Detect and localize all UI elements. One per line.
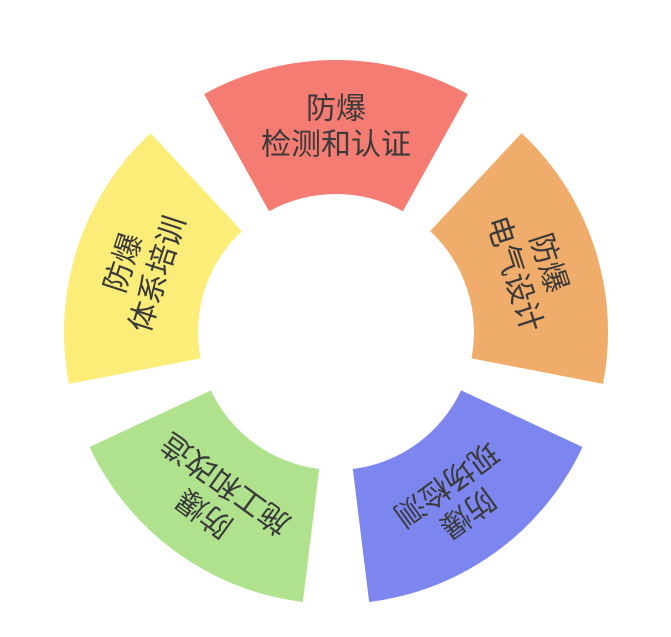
segment-inspection-label-line-2: 检测和认证 — [261, 128, 411, 163]
segment-electrical-shape — [430, 133, 608, 384]
segment-construction-shape — [89, 390, 320, 602]
segment-onsite-shape — [352, 390, 583, 602]
segment-training-shape — [64, 133, 242, 384]
segment-inspection-shape — [204, 59, 468, 212]
segment-inspection-label-line-1: 防爆 — [306, 92, 366, 127]
